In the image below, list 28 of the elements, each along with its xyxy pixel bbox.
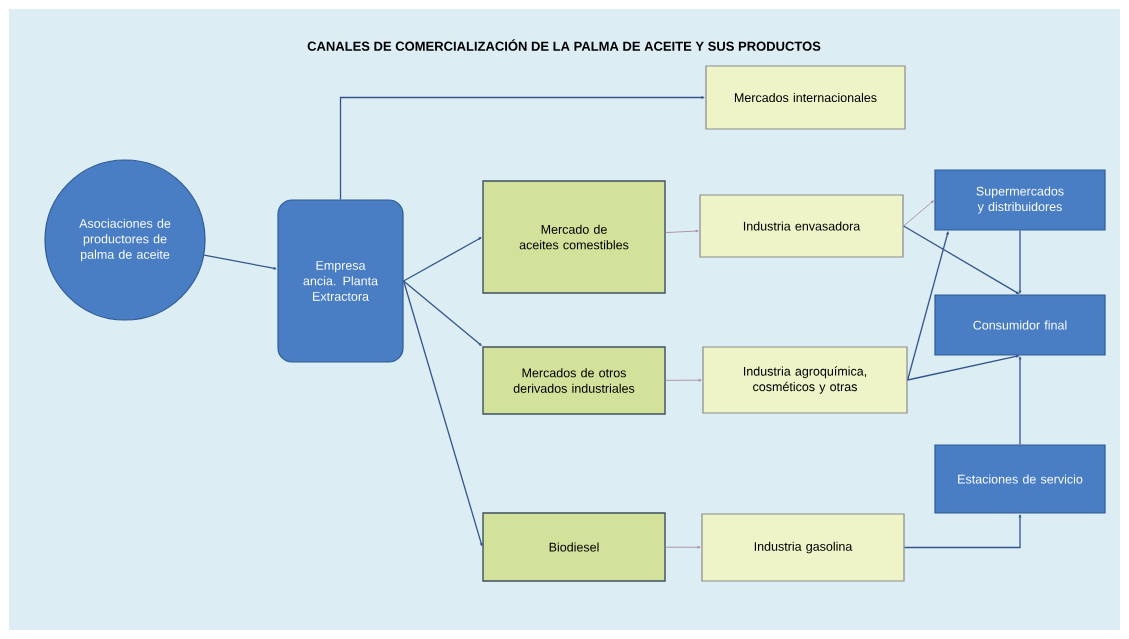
arrow <box>902 225 1020 295</box>
process-box: Estaciones de servicio <box>934 444 1106 514</box>
arrow <box>402 280 482 346</box>
arrow <box>402 280 483 547</box>
industry-box: Industria gasolina <box>701 513 905 582</box>
arrow <box>1018 229 1022 294</box>
arrow <box>906 355 1020 381</box>
industry-box: Industria envasadora <box>699 194 904 258</box>
arrow <box>203 254 277 270</box>
arrow <box>339 96 705 201</box>
circle-node: Asociaciones de productores de palma de aceite <box>44 159 206 321</box>
arrow <box>903 200 934 227</box>
market-box: Biodiesel <box>482 512 666 582</box>
market-box: Mercados de otros derivados industriales <box>482 346 666 415</box>
process-box: Consumidor final <box>934 294 1106 356</box>
arrow <box>665 378 702 382</box>
arrow <box>906 231 949 381</box>
rounded-box: Empresa ancia. Planta Extractora <box>277 199 404 363</box>
market-box: Mercado de aceites comestibles <box>482 180 666 294</box>
arrow <box>402 237 482 282</box>
arrow <box>665 229 699 233</box>
process-box: Supermercados y distribuidores <box>934 169 1106 231</box>
arrow <box>903 514 1022 549</box>
industry-box: Mercados internacionales <box>705 65 906 130</box>
arrow <box>665 545 701 549</box>
arrow <box>1018 356 1022 446</box>
title: CANALES DE COMERCIALIZACIÓN DE LA PALMA DE ACEITE Y SUS PRODUCTOS <box>307 39 821 51</box>
industry-box: Industria agroquímica, cosméticos y otras <box>702 346 908 414</box>
